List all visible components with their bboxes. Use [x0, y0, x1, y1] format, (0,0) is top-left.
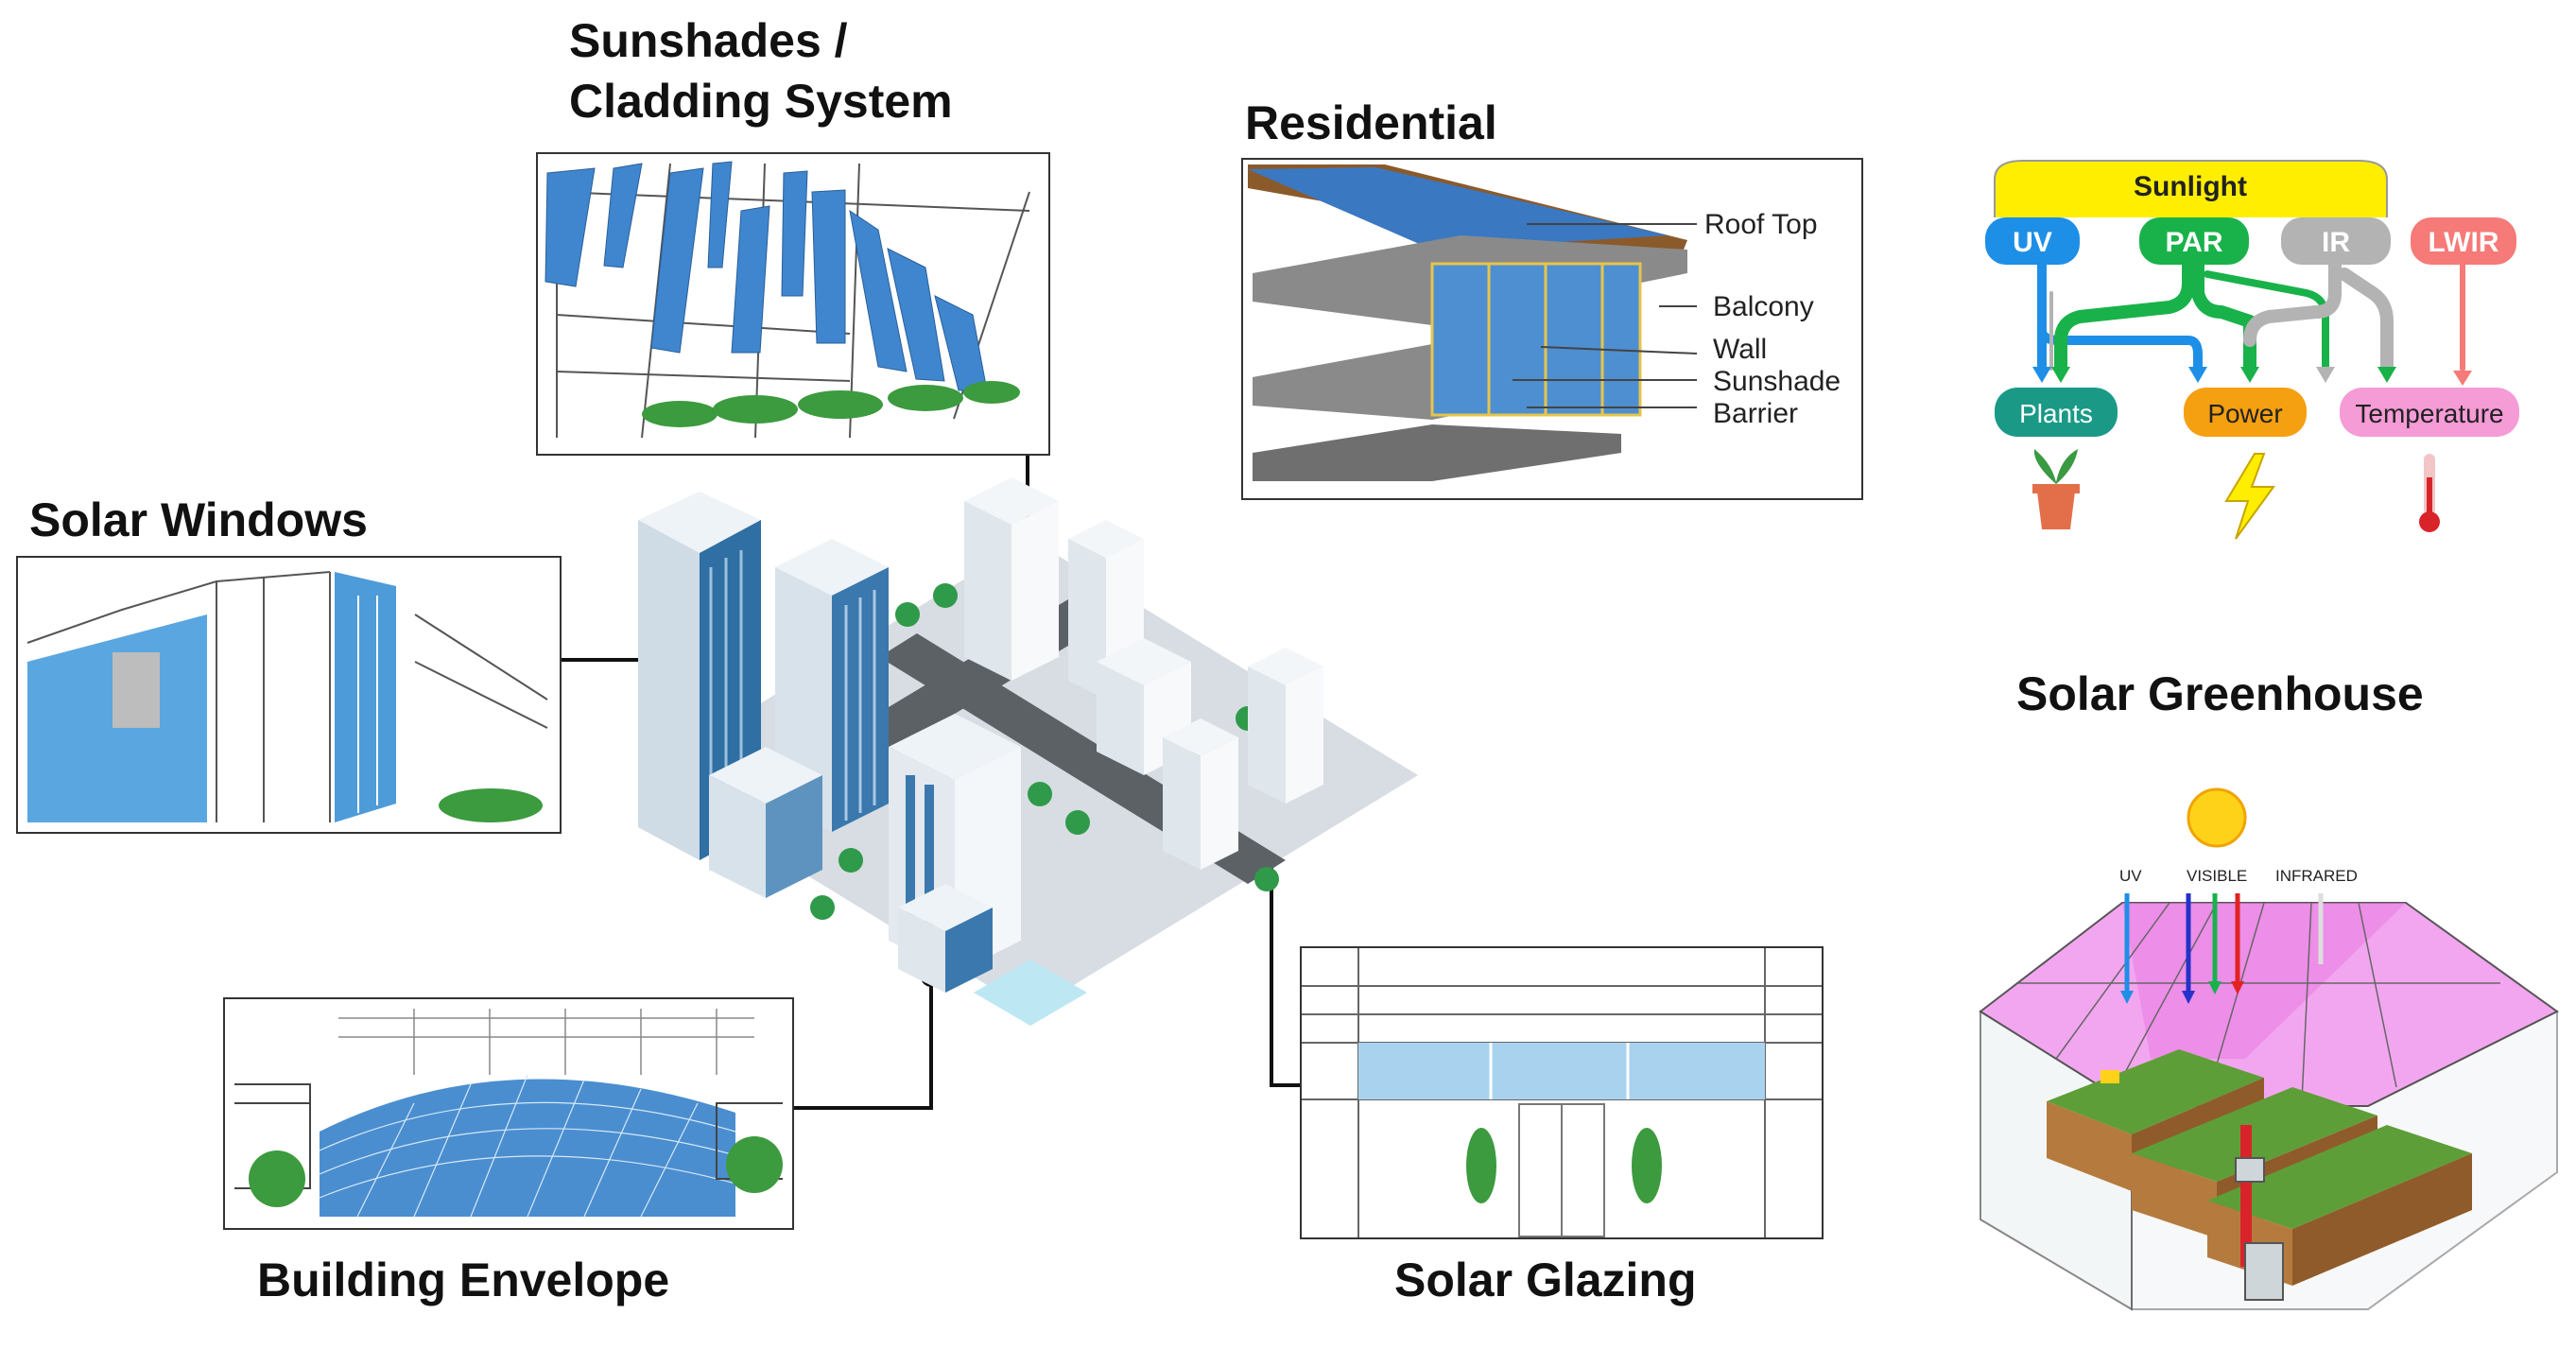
roof-solar-panels [1248, 167, 1668, 250]
title-building-envelope: Building Envelope [257, 1254, 670, 1306]
label-uv: UV [2119, 867, 2142, 885]
label-sunshade: Sunshade [1713, 366, 1841, 397]
pill-ir: IR [2281, 217, 2391, 265]
envelope-facade [320, 1079, 735, 1217]
label-visible: VISIBLE [2187, 867, 2247, 885]
city-illustration [638, 477, 1418, 1026]
label-wall: Wall [1713, 334, 1767, 365]
building-towers-right [964, 477, 1323, 870]
title-solar-glazing: Solar Glazing [1394, 1254, 1697, 1306]
window-opening [112, 652, 160, 728]
label-roof-top: Roof Top [1704, 209, 1818, 240]
pill-power: Power [2184, 388, 2307, 437]
window-shrub [439, 788, 543, 822]
greenhouse-illustration: UV VISIBLE INFRARED [1979, 787, 2559, 1311]
thermometer-icon [2419, 454, 2440, 532]
pill-plants: Plants [1995, 388, 2118, 437]
sensor-icon [2101, 1070, 2119, 1083]
label-infrared: INFRARED [2275, 867, 2358, 885]
panel-solar-windows [16, 556, 562, 834]
lightning-icon [2224, 453, 2275, 540]
solar-cladding-panels [545, 161, 988, 391]
building-tower-mid [775, 539, 889, 832]
title-solar-windows: Solar Windows [29, 493, 368, 546]
building-low-bottom [898, 884, 993, 993]
city-pool [974, 960, 1087, 1026]
glazing-panels [1358, 1043, 1765, 1099]
facade-windows [1430, 262, 1642, 417]
svg-text:Power: Power [2207, 399, 2282, 428]
svg-text:UV: UV [2013, 227, 2052, 258]
pill-uv: UV [1985, 217, 2080, 265]
pill-par: PAR [2139, 217, 2249, 265]
panel-solar-glazing [1300, 946, 1824, 1239]
title-cladding-system: Cladding System [569, 75, 953, 128]
svg-text:IR: IR [2322, 227, 2350, 258]
solar-window-facade-right [335, 572, 396, 822]
plant-pot-icon [2032, 449, 2080, 529]
planter-boxes [2047, 1049, 2472, 1286]
building-low-left [709, 747, 822, 898]
svg-text:Plants: Plants [2019, 399, 2093, 428]
panel-building-envelope [223, 997, 794, 1230]
panel-residential: Roof Top Balcony Wall Sunshade Barrier [1241, 158, 1863, 500]
connector-building-envelope [790, 977, 933, 1110]
shrubs [642, 381, 1020, 427]
sunlight-label: Sunlight [2134, 171, 2247, 202]
spectrum-diagram: Sunlight UV PAR IR LWIR [1985, 160, 2519, 540]
pill-temperature: Temperature [2340, 388, 2519, 437]
title-sunshades: Sunshades / [569, 14, 848, 67]
svg-text:PAR: PAR [2165, 227, 2222, 258]
sunlight-box [1994, 160, 2388, 217]
label-balcony: Balcony [1713, 291, 1814, 322]
glazing-plants [1466, 1128, 1662, 1203]
sun-icon [2187, 787, 2247, 848]
svg-text:Temperature: Temperature [2355, 399, 2503, 428]
svg-text:LWIR: LWIR [2429, 227, 2499, 258]
title-residential: Residential [1245, 96, 1497, 149]
envelope-trees [249, 1136, 783, 1207]
flow-arrows [2037, 239, 2465, 375]
floor-3 [1253, 424, 1621, 481]
pill-lwir: LWIR [2411, 217, 2516, 265]
connector-solar-glazing [1270, 799, 1300, 1087]
label-barrier: Barrier [1713, 398, 1798, 429]
title-solar-greenhouse: Solar Greenhouse [2016, 667, 2424, 720]
control-box [2235, 1125, 2284, 1301]
panel-sunshades [536, 152, 1050, 456]
light-rays [2120, 893, 2324, 1004]
